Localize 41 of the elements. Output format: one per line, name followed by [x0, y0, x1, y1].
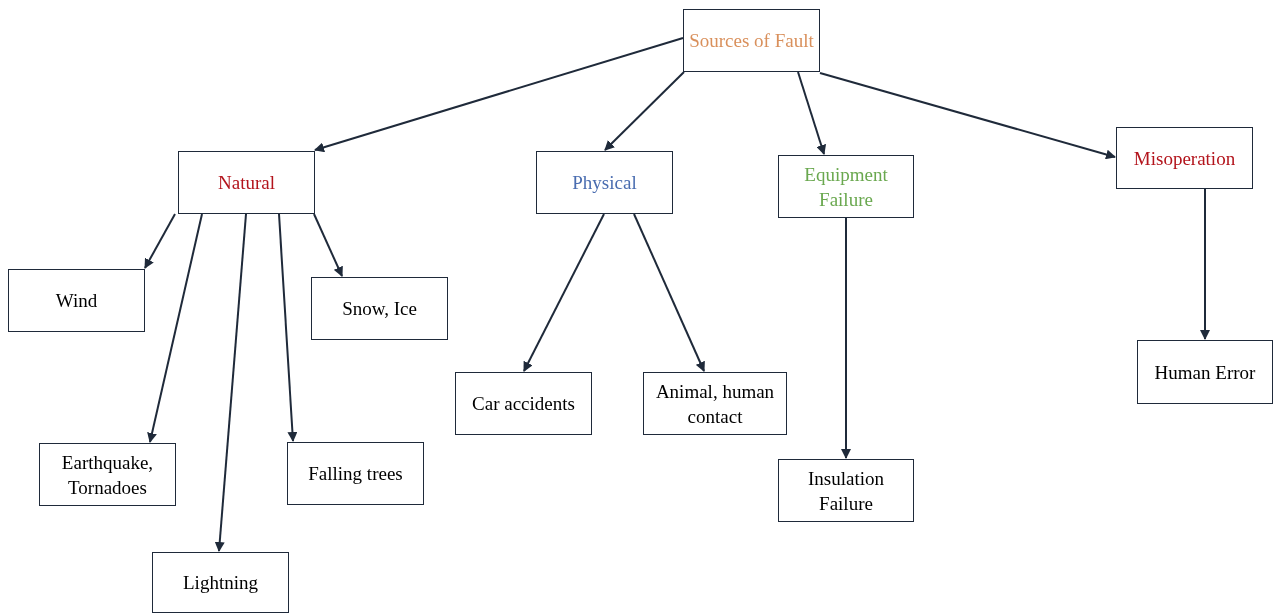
arrow — [144, 213, 176, 269]
box-label: Earthquake, Tornadoes — [60, 450, 155, 500]
box-label: Insulation Failure — [807, 466, 885, 516]
box-label: Falling trees — [307, 462, 404, 486]
arrow — [147, 213, 203, 443]
box-label: Physical — [571, 171, 638, 195]
box-label: Misoperation — [1132, 146, 1237, 171]
box-label: Car accidents — [471, 392, 576, 416]
category-box — [152, 552, 289, 613]
arrow — [1200, 188, 1210, 340]
arrow — [278, 213, 298, 442]
category-box — [178, 151, 315, 214]
box-label: Sources of Fault — [688, 29, 815, 53]
category-box — [1116, 127, 1253, 189]
category-box — [536, 151, 673, 214]
arrow — [819, 72, 1116, 160]
category-box — [39, 443, 176, 506]
box-label: Animal, human contact — [654, 379, 776, 429]
arrow — [523, 213, 605, 372]
category-box — [778, 459, 914, 522]
arrow — [841, 217, 851, 459]
arrow — [314, 37, 684, 153]
box-label: Equipment Failure — [803, 162, 889, 212]
box-label: Human Error — [1153, 360, 1257, 385]
box-label: Natural — [217, 171, 276, 195]
arrow — [633, 213, 705, 372]
arrow — [313, 213, 343, 277]
category-box — [287, 442, 424, 505]
arrow — [604, 71, 685, 151]
category-box — [778, 155, 914, 218]
category-box — [8, 269, 145, 332]
box-label: Wind — [54, 289, 99, 313]
category-box — [1137, 340, 1273, 404]
category-box — [683, 9, 820, 72]
box-label: Lightning — [182, 571, 259, 595]
arrow — [214, 213, 247, 552]
arrow — [797, 71, 827, 155]
category-box — [311, 277, 448, 340]
category-box — [455, 372, 592, 435]
box-label: Snow, Ice — [341, 297, 418, 321]
category-box — [643, 372, 787, 435]
